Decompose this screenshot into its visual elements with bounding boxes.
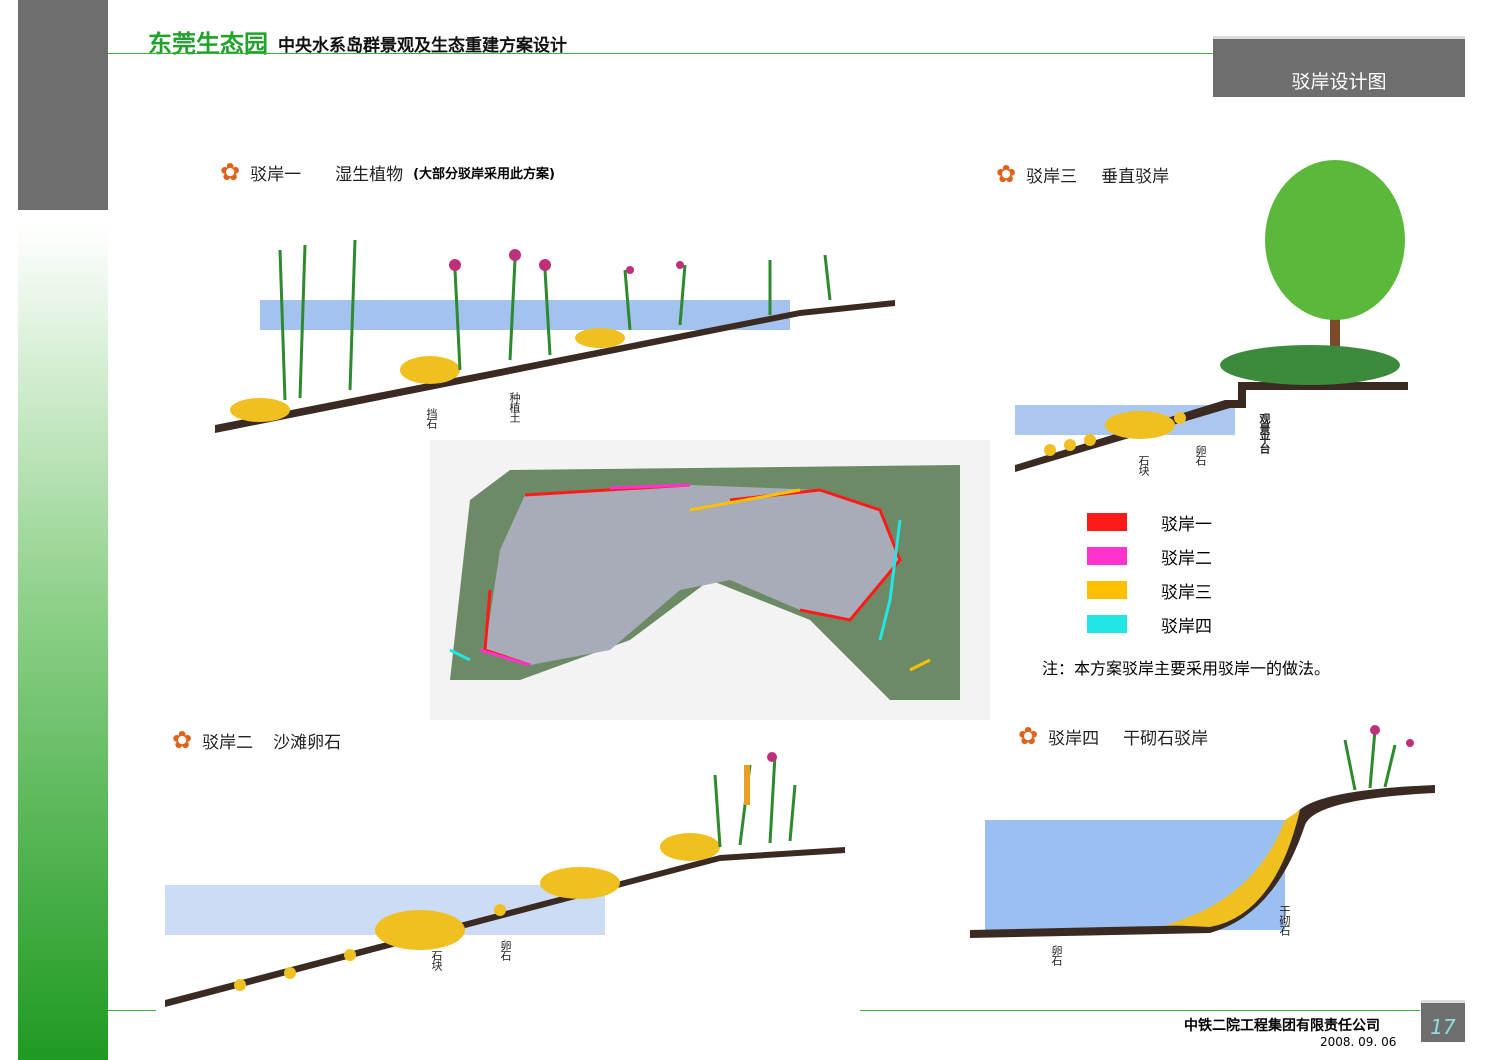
site-plan-map — [430, 440, 990, 720]
legend: 驳岸一 驳岸二 驳岸三 驳岸四 — [1087, 505, 1212, 641]
section-4-title: ✿ 驳岸四 干砌石驳岸 — [1018, 722, 1209, 750]
maple-leaf-icon: ✿ — [1018, 722, 1039, 750]
footer-divider — [860, 1010, 1420, 1011]
header-divider — [108, 53, 1215, 54]
section-4-illustration — [970, 725, 1435, 938]
label-viewing-platform: 观景平台 — [1258, 413, 1271, 453]
legend-swatch — [1087, 513, 1127, 531]
section-2-illustration — [165, 752, 845, 1007]
date: 2008. 09. 06 — [1320, 1035, 1397, 1049]
label-dry-laid-stone: 干砌石 — [1278, 905, 1291, 935]
label-stone-block: 石块 — [430, 950, 443, 970]
section-1-title: ✿ 驳岸一 湿生植物 (大部分驳岸采用此方案) — [220, 158, 555, 186]
section-1-illustration — [215, 239, 895, 433]
maple-leaf-icon: ✿ — [172, 726, 193, 754]
legend-item: 驳岸二 — [1087, 539, 1212, 573]
page-number: 17 — [1430, 1015, 1456, 1039]
maple-leaf-icon: ✿ — [220, 158, 241, 186]
section-2-title: ✿ 驳岸二 沙滩卵石 — [172, 726, 342, 754]
label-retaining-stone: 挡石 — [425, 408, 438, 428]
page-number-box: 17 — [1421, 1000, 1465, 1042]
footer-divider — [108, 1010, 156, 1011]
sheet-title: 驳岸设计图 — [1291, 71, 1387, 93]
side-gray-bar — [18, 0, 108, 210]
project-subtitle: 中央水系岛群景观及生态重建方案设计 — [278, 36, 567, 56]
company-name: 中铁二院工程集团有限责任公司 — [1184, 1018, 1380, 1034]
legend-swatch — [1087, 581, 1127, 599]
legend-item: 驳岸四 — [1087, 607, 1212, 641]
section-3-title: ✿ 驳岸三 垂直驳岸 — [996, 160, 1170, 188]
side-green-bar — [18, 225, 108, 1060]
label-planting-soil: 种植土 — [508, 392, 521, 422]
label-pebble: 卵石 — [499, 940, 512, 960]
legend-item: 驳岸三 — [1087, 573, 1212, 607]
label-pebble: 卵石 — [1050, 945, 1063, 965]
section-3-illustration — [1015, 160, 1408, 472]
legend-swatch — [1087, 547, 1127, 565]
legend-note: 注：本方案驳岸主要采用驳岸一的做法。 — [1042, 659, 1331, 678]
label-stone-block: 石块 — [1137, 455, 1150, 475]
maple-leaf-icon: ✿ — [996, 160, 1017, 188]
legend-swatch — [1087, 615, 1127, 633]
legend-item: 驳岸一 — [1087, 505, 1212, 539]
label-pebble: 卵石 — [1194, 445, 1207, 465]
sheet-title-box: 驳岸设计图 — [1213, 36, 1465, 97]
